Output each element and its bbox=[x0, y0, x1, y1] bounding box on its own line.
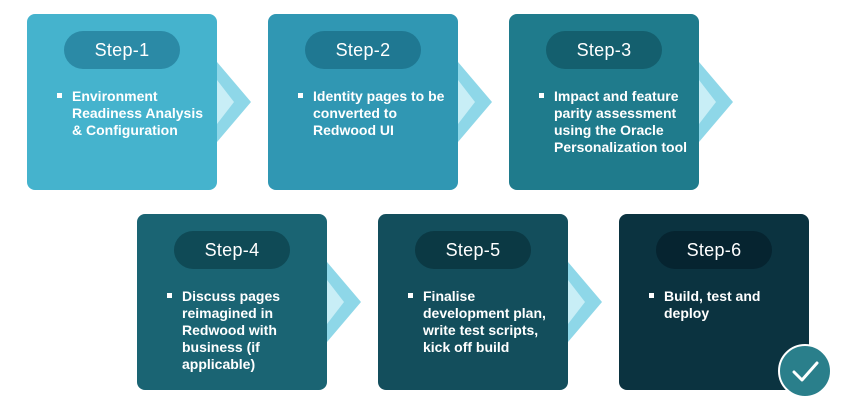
step-bullet-item: Environment Readiness Analysis & Configu… bbox=[55, 88, 205, 139]
step-bullets-1: Environment Readiness Analysis & Configu… bbox=[55, 88, 205, 139]
bullet-icon bbox=[57, 93, 62, 98]
bullet-icon bbox=[298, 93, 303, 98]
step-card-2: Step-2 Identity pages to be converted to… bbox=[268, 14, 458, 190]
step-text-1: Environment Readiness Analysis & Configu… bbox=[72, 88, 203, 138]
completion-badge bbox=[778, 344, 832, 398]
step-label-3: Step-3 bbox=[546, 31, 662, 69]
step-label-1: Step-1 bbox=[64, 31, 180, 69]
chevron-connector-5-6 bbox=[568, 262, 602, 342]
step-text-6: Build, test and deploy bbox=[664, 288, 761, 321]
step-bullet-item: Impact and feature parity assessment usi… bbox=[537, 88, 687, 156]
step-label-5: Step-5 bbox=[415, 231, 531, 269]
step-bullet-item: Identity pages to be converted to Redwoo… bbox=[296, 88, 446, 139]
step-card-6: Step-6 Build, test and deploy bbox=[619, 214, 809, 390]
step-card-3: Step-3 Impact and feature parity assessm… bbox=[509, 14, 699, 190]
step-text-4: Discuss pages reimagined in Redwood with… bbox=[182, 288, 281, 372]
step-bullets-3: Impact and feature parity assessment usi… bbox=[537, 88, 687, 156]
bullet-icon bbox=[649, 293, 654, 298]
step-text-5: Finalise development plan, write test sc… bbox=[423, 288, 546, 355]
step-bullet-item: Build, test and deploy bbox=[647, 288, 797, 322]
step-card-4: Step-4 Discuss pages reimagined in Redwo… bbox=[137, 214, 327, 390]
bullet-icon bbox=[167, 293, 172, 298]
checkmark-icon bbox=[792, 361, 819, 382]
step-text-3: Impact and feature parity assessment usi… bbox=[554, 88, 688, 155]
chevron-connector-4-5 bbox=[327, 262, 361, 342]
step-card-1: Step-1 Environment Readiness Analysis & … bbox=[27, 14, 217, 190]
chevron-connector-2-3 bbox=[458, 62, 492, 142]
chevron-connector-3-out bbox=[699, 62, 733, 142]
step-label-4: Step-4 bbox=[174, 231, 290, 269]
step-bullets-5: Finalise development plan, write test sc… bbox=[406, 288, 556, 356]
step-label-2: Step-2 bbox=[305, 31, 421, 69]
bullet-icon bbox=[408, 293, 413, 298]
step-bullet-item: Finalise development plan, write test sc… bbox=[406, 288, 556, 356]
step-bullets-6: Build, test and deploy bbox=[647, 288, 797, 322]
step-text-2: Identity pages to be converted to Redwoo… bbox=[313, 88, 445, 138]
chevron-connector-1-2 bbox=[217, 62, 251, 142]
step-bullet-item: Discuss pages reimagined in Redwood with… bbox=[165, 288, 315, 373]
step-bullets-2: Identity pages to be converted to Redwoo… bbox=[296, 88, 446, 139]
step-card-5: Step-5 Finalise development plan, write … bbox=[378, 214, 568, 390]
step-bullets-4: Discuss pages reimagined in Redwood with… bbox=[165, 288, 315, 373]
bullet-icon bbox=[539, 93, 544, 98]
step-label-6: Step-6 bbox=[656, 231, 772, 269]
